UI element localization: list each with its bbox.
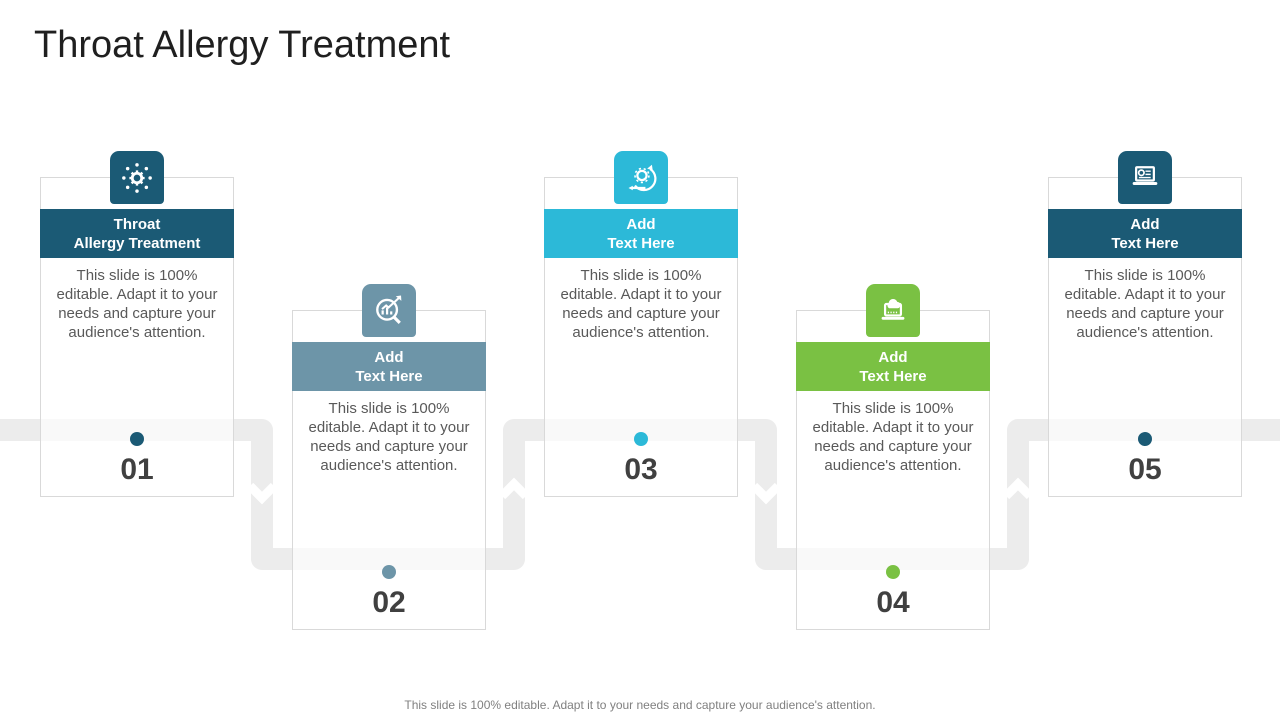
gear-cycle-icon — [614, 151, 668, 204]
step-number: 02 — [372, 586, 406, 619]
step-card-01: Throat Allergy Treatment This slide is 1… — [40, 151, 234, 497]
step-header-line2: Text Here — [607, 234, 675, 252]
step-header-line2: Text Here — [1111, 234, 1179, 252]
step-dot — [1138, 432, 1152, 446]
step-header-line1: Add — [374, 348, 404, 366]
laptop-search-icon — [1118, 151, 1172, 204]
step-card-04: Add Text Here This slide is 100% editabl… — [796, 284, 990, 630]
step-dot — [130, 432, 144, 446]
laptop-cloud-icon — [866, 284, 920, 337]
step-dot — [634, 432, 648, 446]
step-description: This slide is 100% editable. Adapt it to… — [308, 400, 470, 474]
step-header: Add Text Here — [796, 342, 990, 391]
step-number: 03 — [624, 453, 658, 486]
step-header: Add Text Here — [544, 209, 738, 258]
slide-footer-note: This slide is 100% editable. Adapt it to… — [404, 698, 876, 712]
step-card-02: Add Text Here This slide is 100% editabl… — [292, 284, 486, 630]
step-card-03: Add Text Here This slide is 100% editabl… — [544, 151, 738, 497]
step-header-line2: Text Here — [859, 367, 927, 385]
step-header: Throat Allergy Treatment — [40, 209, 234, 258]
step-description: This slide is 100% editable. Adapt it to… — [1064, 267, 1226, 341]
chevron-down-icon — [750, 482, 782, 505]
step-header-line2: Text Here — [355, 367, 423, 385]
step-description: This slide is 100% editable. Adapt it to… — [560, 267, 722, 341]
step-description: This slide is 100% editable. Adapt it to… — [56, 267, 218, 341]
allergen-icon — [110, 151, 164, 204]
step-dot — [886, 565, 900, 579]
step-header-line1: Throat — [113, 215, 161, 233]
slide-title: Throat Allergy Treatment — [34, 24, 451, 66]
step-header-line1: Add — [626, 215, 656, 233]
step-dot — [382, 565, 396, 579]
step-header-line2: Allergy Treatment — [73, 234, 201, 252]
step-number: 05 — [1128, 453, 1162, 486]
chevron-up-icon — [1002, 477, 1034, 500]
chevron-up-icon — [498, 477, 530, 500]
chart-magnifier-icon — [362, 284, 416, 337]
step-header: Add Text Here — [292, 342, 486, 391]
step-number: 01 — [120, 453, 154, 486]
chevron-down-icon — [246, 482, 278, 505]
step-header: Add Text Here — [1048, 209, 1242, 258]
step-card-05: Add Text Here This slide is 100% editabl… — [1048, 151, 1242, 497]
step-header-line1: Add — [1130, 215, 1160, 233]
step-description: This slide is 100% editable. Adapt it to… — [812, 400, 974, 474]
step-header-line1: Add — [878, 348, 908, 366]
step-number: 04 — [876, 586, 910, 619]
